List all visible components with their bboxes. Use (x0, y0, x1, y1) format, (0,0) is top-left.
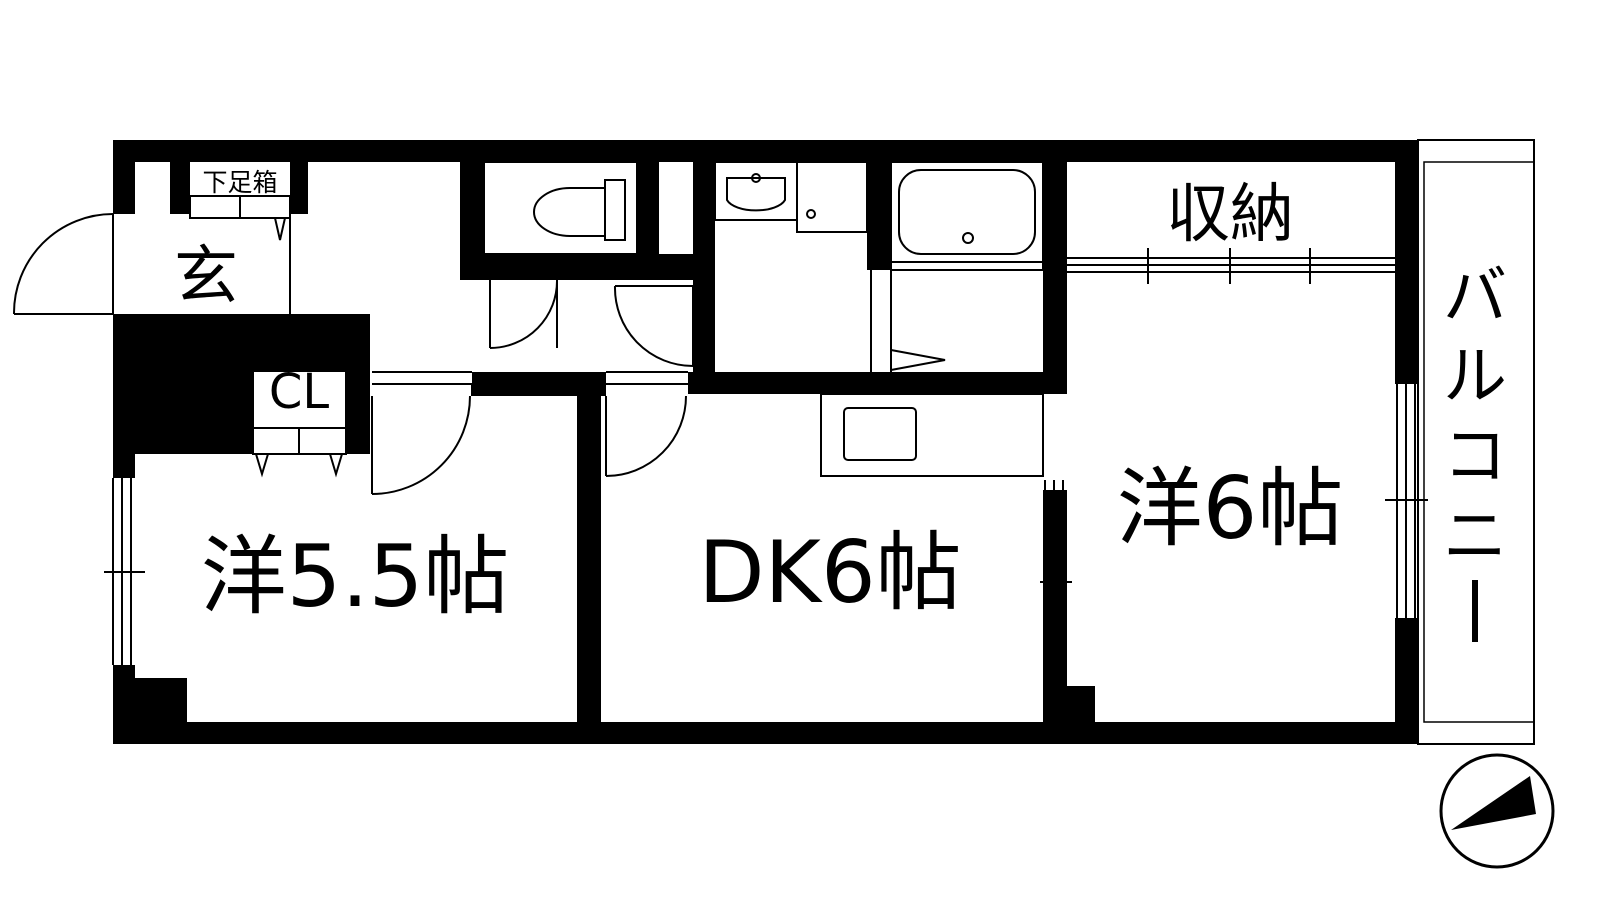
balcony-char: ニ (1443, 500, 1507, 574)
bathtub (890, 161, 1044, 271)
wash-basin (714, 161, 868, 233)
kitchen-counter (820, 393, 1044, 477)
bath-door (870, 270, 946, 372)
closet (252, 339, 347, 478)
north-arrow-icon (1439, 753, 1555, 869)
toilet-door (489, 279, 559, 349)
dining-kitchen-label: DK6帖 (698, 523, 961, 623)
balcony (1417, 139, 1535, 745)
closet-label: CL (269, 364, 330, 420)
window-dk (1040, 480, 1072, 686)
balcony-label: バ ル コ ニ (1443, 260, 1507, 642)
western-left-label: 洋5.5帖 (201, 527, 510, 627)
entrance-door (12, 213, 114, 315)
toilet (483, 161, 638, 255)
balcony-char: コ (1443, 420, 1507, 494)
window-left (104, 478, 145, 665)
storage-label: 収納 (1166, 178, 1294, 252)
door-dk (605, 371, 688, 477)
entrance-label: 玄 (174, 240, 238, 314)
shoe-box (189, 195, 291, 314)
balcony-char: ル (1443, 340, 1507, 414)
outer-walls (113, 140, 1418, 744)
western-right-label: 洋6帖 (1117, 459, 1344, 559)
door-western-left (371, 371, 473, 495)
shoe-box-label: 下足箱 (202, 168, 277, 197)
washroom-door (613, 285, 694, 367)
balcony-char: バ (1443, 260, 1507, 334)
window-right (1385, 384, 1428, 618)
storage-doors (1067, 248, 1395, 284)
